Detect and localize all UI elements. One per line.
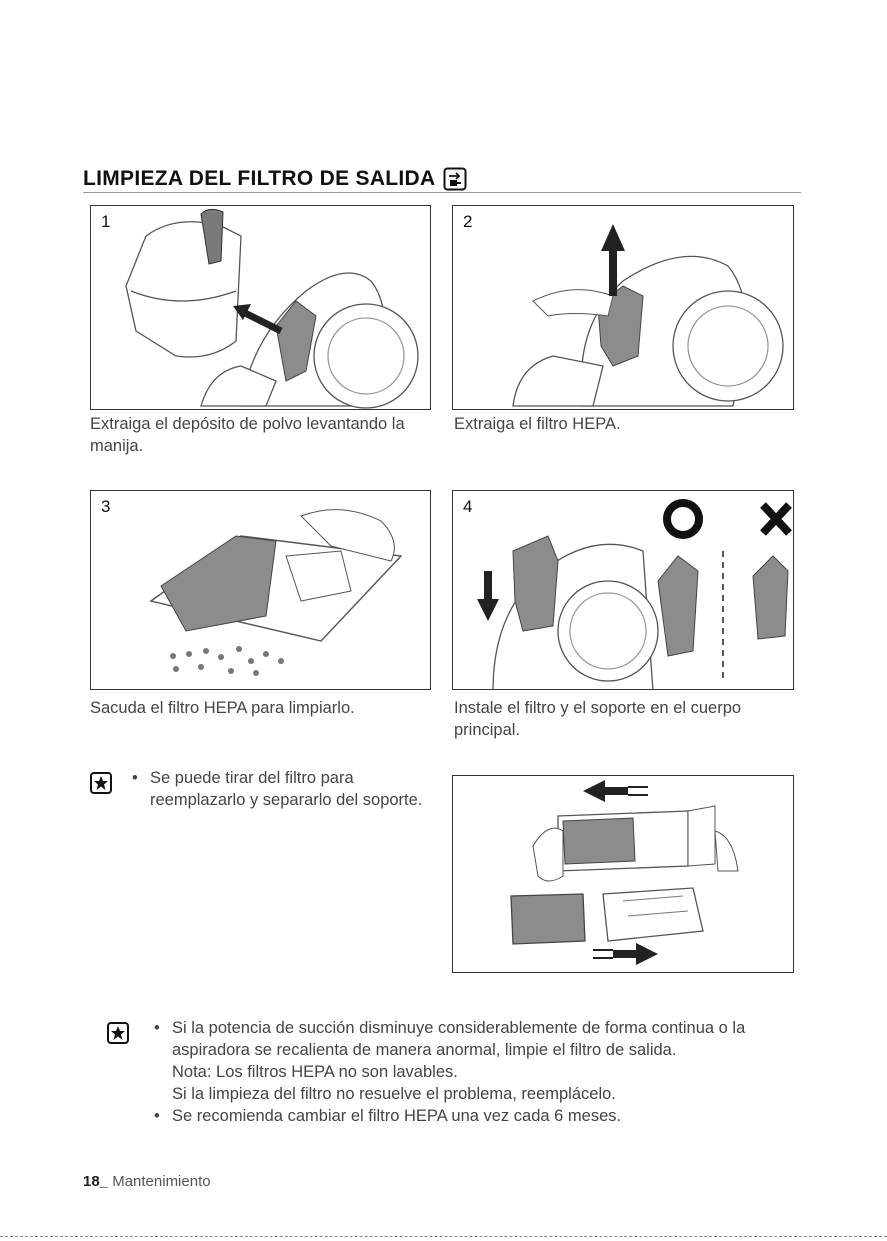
star-note-icon: [90, 772, 112, 794]
step-4-illustration: 4: [452, 490, 794, 690]
title-divider: [83, 192, 801, 193]
step-3-illustration: 3: [90, 490, 431, 690]
filter-separation-illustration: [452, 775, 794, 973]
step-number: 1: [101, 212, 111, 231]
hepa-removal-illustration: [512, 224, 784, 407]
step-1-caption: Extraiga el depósito de polvo levantando…: [90, 415, 405, 455]
step-4-caption: Instale el filtro y el soporte en el cue…: [454, 699, 742, 739]
vacuum-dustbin-illustration: [125, 208, 419, 409]
step-3-caption: Sacuda el filtro HEPA para limpiarlo.: [90, 699, 355, 717]
list-item: • Se recomienda cambiar el filtro HEPA u…: [154, 1107, 622, 1125]
page-footer: 18_ Mantenimiento: [83, 1173, 211, 1190]
page-number: 18_: [83, 1173, 109, 1190]
page-title-text: LIMPIEZA DEL FILTRO DE SALIDA: [83, 167, 436, 190]
shake-filter-illustration: [149, 509, 403, 676]
filter-holder-illustration: [510, 780, 739, 965]
list-item: • Si la potencia de succión disminuye co…: [154, 1019, 746, 1103]
step-number: 3: [101, 497, 111, 516]
page-title: LIMPIEZA DEL FILTRO DE SALIDA: [83, 167, 467, 191]
bottom-divider: [0, 1236, 887, 1237]
note-1-list: • Se puede tirar del filtro para reempla…: [132, 767, 452, 811]
plug-icon: [443, 167, 467, 191]
step-2-caption: Extraiga el filtro HEPA.: [454, 415, 621, 433]
step-2-illustration: 2: [452, 205, 794, 410]
footer-section: Mantenimiento: [108, 1173, 211, 1190]
note-2-list: • Si la potencia de succión disminuye co…: [154, 1017, 804, 1127]
list-item: • Se puede tirar del filtro para reempla…: [132, 769, 423, 809]
step-number: 2: [463, 212, 473, 231]
install-filter-illustration: [477, 499, 792, 689]
step-number: 4: [463, 497, 473, 516]
star-note-icon: [107, 1022, 129, 1044]
step-1-illustration: 1: [90, 205, 431, 410]
